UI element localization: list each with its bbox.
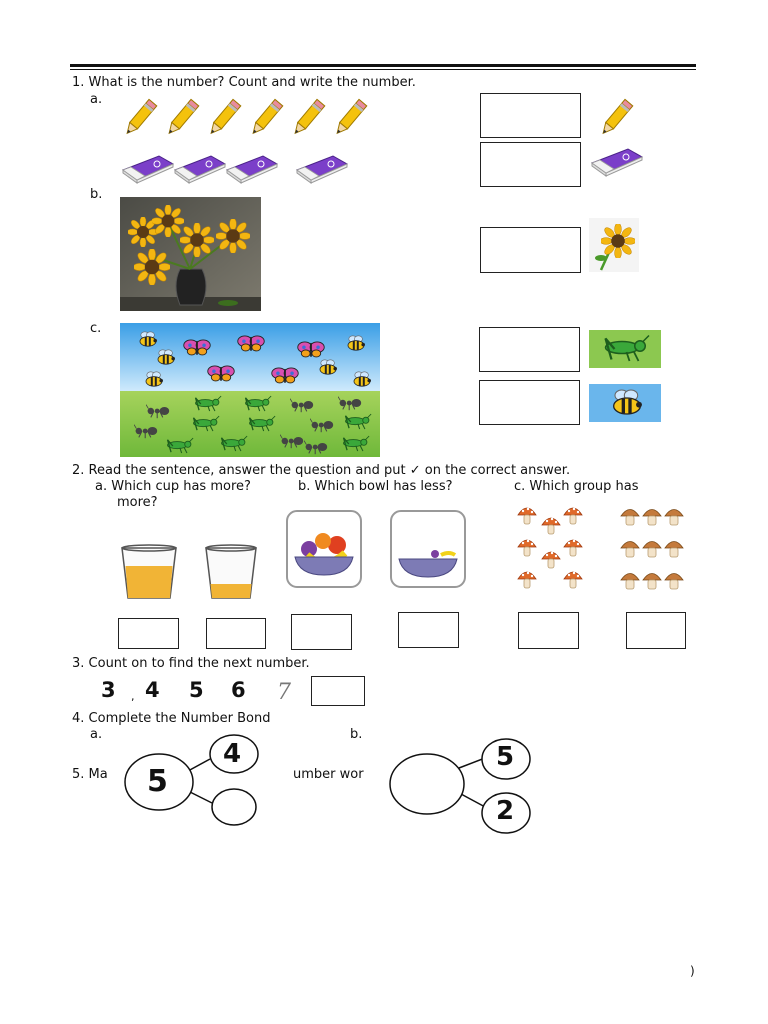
checkbox-cup-more[interactable] bbox=[118, 618, 179, 649]
answer-box-pencils[interactable] bbox=[480, 93, 581, 138]
footer-mark: ) bbox=[690, 964, 695, 978]
question-3-text: 3. Count on to find the next number. bbox=[72, 656, 310, 671]
question-1a-label: a. bbox=[90, 92, 103, 107]
question-2a-text-cont: more? bbox=[117, 495, 158, 510]
question-2b-text: b. Which bowl has less? bbox=[298, 479, 453, 494]
fruit-bowl-icon-less bbox=[389, 509, 467, 589]
sequence-number-2: 4 bbox=[145, 678, 160, 702]
pencil-icon bbox=[596, 96, 636, 140]
bugs-scene-picture bbox=[120, 323, 380, 457]
number-bond-a bbox=[118, 733, 264, 829]
checkbox-bowl-less[interactable] bbox=[398, 612, 459, 648]
cup-icon-less bbox=[202, 544, 260, 602]
question-2a-text: a. Which cup has more? bbox=[95, 479, 251, 494]
checkbox-cup-less[interactable] bbox=[206, 618, 266, 649]
answer-box-erasers[interactable] bbox=[480, 142, 581, 187]
bond-a-part-1: 4 bbox=[223, 739, 242, 769]
sequence-number-5: 7 bbox=[277, 680, 291, 705]
checkbox-bowl-full[interactable] bbox=[291, 614, 352, 650]
checkbox-mushroom-more[interactable] bbox=[518, 612, 579, 649]
bond-a-part-2-blank[interactable] bbox=[214, 789, 256, 823]
fruit-bowl-icon-full bbox=[285, 509, 363, 589]
sunflower-vase-photo bbox=[120, 197, 261, 311]
sequence-number-4: 6 bbox=[231, 678, 246, 702]
answer-box-bees[interactable] bbox=[479, 380, 580, 425]
question-1c-label: c. bbox=[90, 321, 102, 336]
bee-icon bbox=[589, 384, 661, 422]
bond-a-whole: 5 bbox=[147, 764, 168, 799]
bond-b-whole-blank[interactable] bbox=[393, 762, 461, 810]
question-4a-label: a. bbox=[90, 727, 103, 742]
question-5-text-left: 5. Ma bbox=[72, 767, 108, 782]
next-number-box[interactable] bbox=[311, 676, 365, 706]
question-1-text: 1. What is the number? Count and write t… bbox=[72, 75, 416, 90]
header-rule bbox=[70, 64, 696, 67]
sequence-number-3: 5 bbox=[189, 678, 204, 702]
question-1b-label: b. bbox=[90, 187, 103, 202]
sequence-number-1: 3 bbox=[101, 678, 116, 702]
bond-b-part-1: 5 bbox=[496, 742, 515, 772]
sequence-comma: , bbox=[131, 690, 135, 703]
eraser-row bbox=[119, 152, 359, 184]
question-4b-label: b. bbox=[350, 727, 363, 742]
mushroom-group-more bbox=[515, 502, 591, 592]
question-2c-text: c. Which group has bbox=[514, 479, 639, 494]
cup-icon-more bbox=[118, 544, 180, 602]
grasshopper-icon bbox=[589, 330, 661, 368]
sunflower-icon bbox=[589, 218, 639, 272]
eraser-icon bbox=[588, 145, 644, 177]
mushroom-group-less bbox=[620, 505, 686, 591]
question-5-text-right: umber wor bbox=[293, 767, 364, 782]
header-rule-thin bbox=[70, 69, 696, 70]
question-2-text: 2. Read the sentence, answer the questio… bbox=[72, 463, 571, 478]
pencil-row bbox=[120, 96, 380, 140]
bond-b-part-2: 2 bbox=[496, 796, 515, 826]
answer-box-grasshoppers[interactable] bbox=[479, 327, 580, 372]
checkbox-mushroom-less[interactable] bbox=[626, 612, 686, 649]
number-bond-b bbox=[383, 734, 536, 836]
answer-box-sunflowers[interactable] bbox=[480, 227, 581, 273]
question-4-text: 4. Complete the Number Bond bbox=[72, 711, 271, 726]
